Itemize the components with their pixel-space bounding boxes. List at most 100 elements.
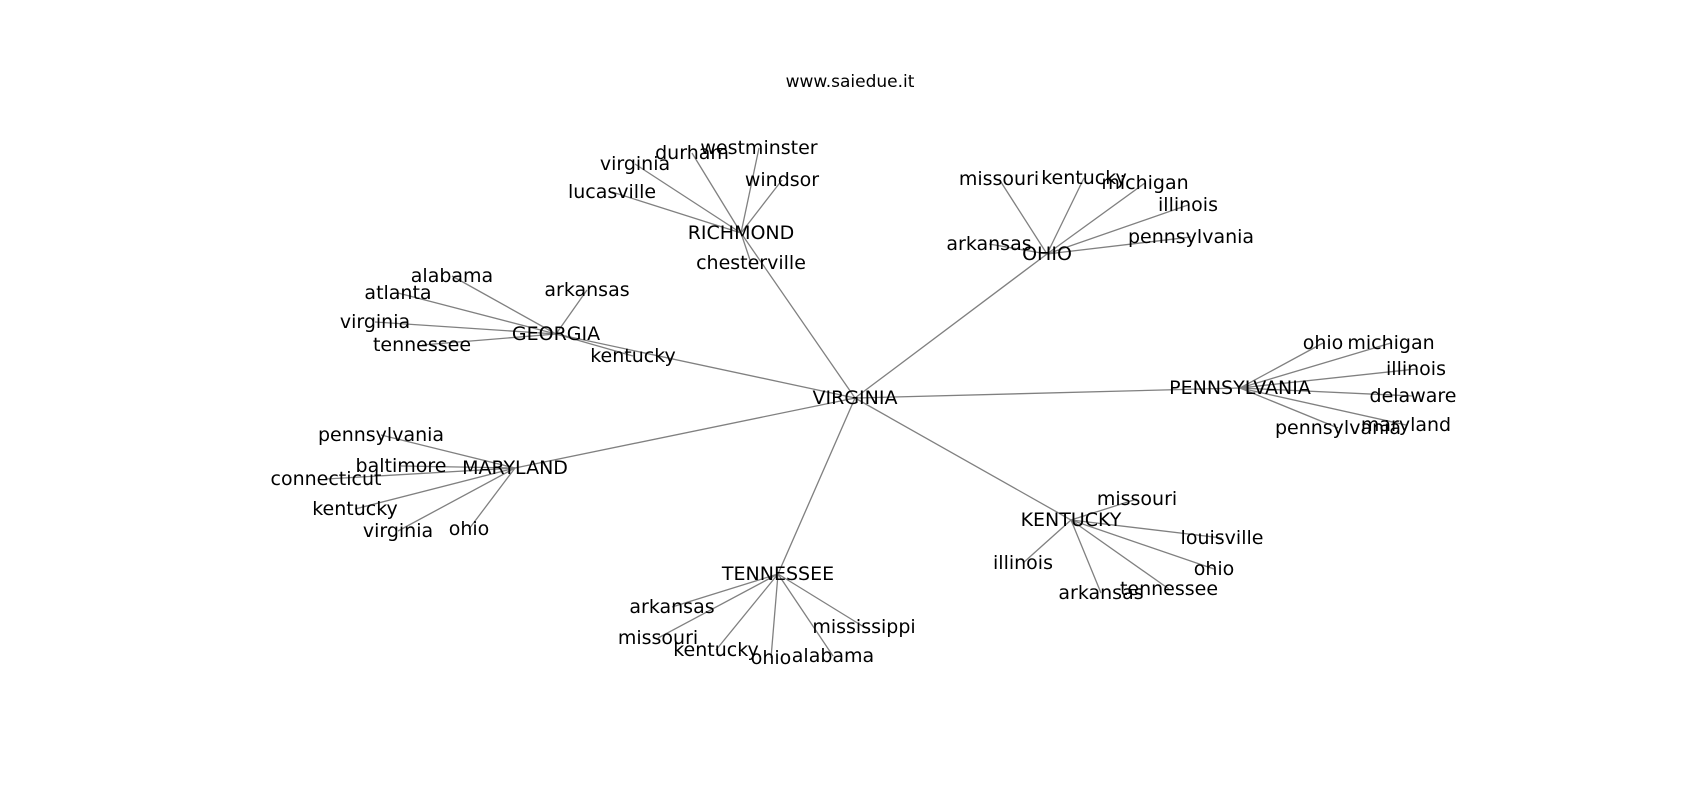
- edge-pennsylvania_hub-p_maryland: [1239, 387, 1407, 426]
- node-r_virginia: virginia: [600, 153, 670, 175]
- edge-kentucky_hub-k_illinois: [1022, 519, 1072, 564]
- edge-richmond-r_virginia: [634, 163, 742, 234]
- node-k_arkansas: arkansas: [1058, 582, 1143, 604]
- node-virginia_root: VIRGINIA: [813, 387, 898, 409]
- node-p_ohio: ohio: [1303, 332, 1344, 354]
- node-m_kentucky: kentucky: [312, 498, 398, 520]
- edge-pennsylvania_hub-p_michigan: [1239, 342, 1392, 389]
- node-g_tennessee: tennessee: [373, 334, 471, 356]
- edge-georgia-g_virginia: [374, 321, 557, 335]
- node-o_pennsylvania: pennsylvania: [1128, 226, 1254, 248]
- edge-kentucky_hub-k_ohio: [1070, 519, 1215, 570]
- node-georgia: GEORGIA: [512, 323, 600, 345]
- edge-virginia_root-richmond: [740, 232, 856, 399]
- node-p_delaware: delaware: [1370, 385, 1457, 407]
- edge-virginia_root-maryland_hub: [514, 397, 856, 469]
- edge-maryland_hub-m_pennsylvania: [380, 434, 516, 469]
- edge-maryland_hub-m_connecticut: [325, 467, 516, 480]
- node-r_lucasville: lucasville: [568, 181, 656, 203]
- node-o_michigan: michigan: [1101, 172, 1188, 194]
- node-t_mississippi: mississippi: [812, 616, 915, 638]
- edge-tennessee_hub-t_ohio: [770, 573, 779, 659]
- node-m_pennsylvania: pennsylvania: [318, 424, 444, 446]
- node-r_durham: durham: [655, 142, 729, 164]
- edge-maryland_hub-m_virginia: [397, 467, 516, 532]
- edge-tennessee_hub-t_arkansas: [671, 573, 779, 608]
- edge-pennsylvania_hub-p_pennsylvania: [1239, 387, 1339, 429]
- node-k_missouri: missouri: [1097, 488, 1177, 510]
- edge-ohio_hub-o_missouri: [998, 178, 1048, 255]
- node-ohio_hub: OHIO: [1022, 243, 1072, 265]
- node-g_kentucky: kentucky: [590, 345, 676, 367]
- node-g_virginia: virginia: [340, 311, 410, 333]
- node-m_baltimore: baltimore: [356, 455, 447, 477]
- node-p_maryland: maryland: [1361, 414, 1451, 436]
- node-p_pennsylvania: pennsylvania: [1275, 417, 1401, 439]
- edge-layer: [325, 147, 1417, 659]
- edge-georgia-g_arkansas: [555, 289, 588, 335]
- node-k_tennessee: tennessee: [1120, 578, 1218, 600]
- edge-ohio_hub-o_michigan: [1046, 182, 1146, 255]
- node-r_westminster: westminster: [700, 137, 817, 159]
- node-t_arkansas: arkansas: [629, 596, 714, 618]
- edge-virginia_root-tennessee_hub: [777, 397, 856, 575]
- node-o_kentucky: kentucky: [1041, 167, 1127, 189]
- edge-tennessee_hub-t_kentucky: [715, 573, 779, 651]
- edge-virginia_root-georgia: [555, 333, 856, 399]
- node-o_arkansas: arkansas: [946, 233, 1031, 255]
- edge-georgia-g_atlanta: [397, 292, 557, 335]
- edge-ohio_hub-o_kentucky: [1046, 177, 1085, 255]
- node-p_illinois: illinois: [1386, 358, 1446, 380]
- edge-maryland_hub-m_kentucky: [354, 467, 516, 510]
- edge-georgia-g_kentucky: [555, 333, 634, 357]
- edge-kentucky_hub-k_louisville: [1070, 519, 1223, 539]
- node-g_atlanta: atlanta: [364, 282, 431, 304]
- node-t_kentucky: kentucky: [673, 639, 759, 661]
- node-m_ohio: ohio: [449, 518, 490, 540]
- edge-ohio_hub-o_illinois: [1046, 204, 1189, 255]
- node-r_chesterville: chesterville: [696, 252, 806, 274]
- edge-ohio_hub-o_pennsylvania: [1046, 236, 1192, 255]
- node-p_michigan: michigan: [1347, 332, 1434, 354]
- edge-georgia-g_alabama: [451, 275, 557, 335]
- node-tennessee_hub: TENNESSEE: [721, 563, 834, 585]
- edge-pennsylvania_hub-p_ohio: [1239, 342, 1324, 389]
- edge-richmond-r_windsor: [740, 179, 783, 234]
- edge-tennessee_hub-t_mississippi: [777, 573, 865, 628]
- edge-virginia_root-pennsylvania_hub: [854, 387, 1241, 399]
- node-t_missouri: missouri: [618, 627, 698, 649]
- edge-kentucky_hub-k_missouri: [1070, 498, 1138, 521]
- edge-richmond-r_durham: [691, 152, 742, 234]
- edge-richmond-r_westminster: [740, 147, 760, 234]
- node-kentucky_hub: KENTUCKY: [1021, 509, 1122, 531]
- node-maryland_hub: MARYLAND: [462, 457, 568, 479]
- node-m_virginia: virginia: [363, 520, 433, 542]
- node-k_louisville: louisville: [1181, 527, 1264, 549]
- edge-kentucky_hub-k_arkansas: [1070, 519, 1102, 594]
- edge-maryland_hub-m_ohio: [468, 467, 516, 530]
- node-o_missouri: missouri: [959, 168, 1039, 190]
- edge-tennessee_hub-t_alabama: [777, 573, 834, 657]
- node-g_alabama: alabama: [411, 265, 493, 287]
- node-richmond: RICHMOND: [688, 222, 795, 244]
- node-r_windsor: windsor: [745, 169, 819, 191]
- node-t_alabama: alabama: [792, 645, 874, 667]
- node-o_illinois: illinois: [1158, 194, 1218, 216]
- node-k_illinois: illinois: [993, 552, 1053, 574]
- edge-tennessee_hub-t_missouri: [657, 573, 779, 639]
- node-k_ohio: ohio: [1194, 558, 1235, 580]
- edge-pennsylvania_hub-p_illinois: [1239, 368, 1417, 389]
- edge-virginia_root-kentucky_hub: [854, 397, 1072, 521]
- node-layer: VIRGINIA RICHMOND OHIO GEORGIA PENNSYLVANIA M…: [271, 137, 1457, 669]
- node-t_ohio: ohio: [751, 647, 792, 669]
- node-pennsylvania_hub: PENNSYLVANIA: [1169, 377, 1311, 399]
- edge-pennsylvania_hub-p_delaware: [1239, 387, 1414, 397]
- edge-kentucky_hub-k_tennessee: [1070, 519, 1170, 590]
- edge-georgia-g_tennessee: [421, 333, 557, 346]
- edge-virginia_root-ohio_hub: [854, 253, 1048, 399]
- edge-maryland_hub-m_baltimore: [400, 465, 516, 469]
- edge-ohio_hub-o_arkansas: [988, 243, 1048, 255]
- edge-richmond-r_lucasville: [611, 191, 742, 234]
- node-g_arkansas: arkansas: [544, 279, 629, 301]
